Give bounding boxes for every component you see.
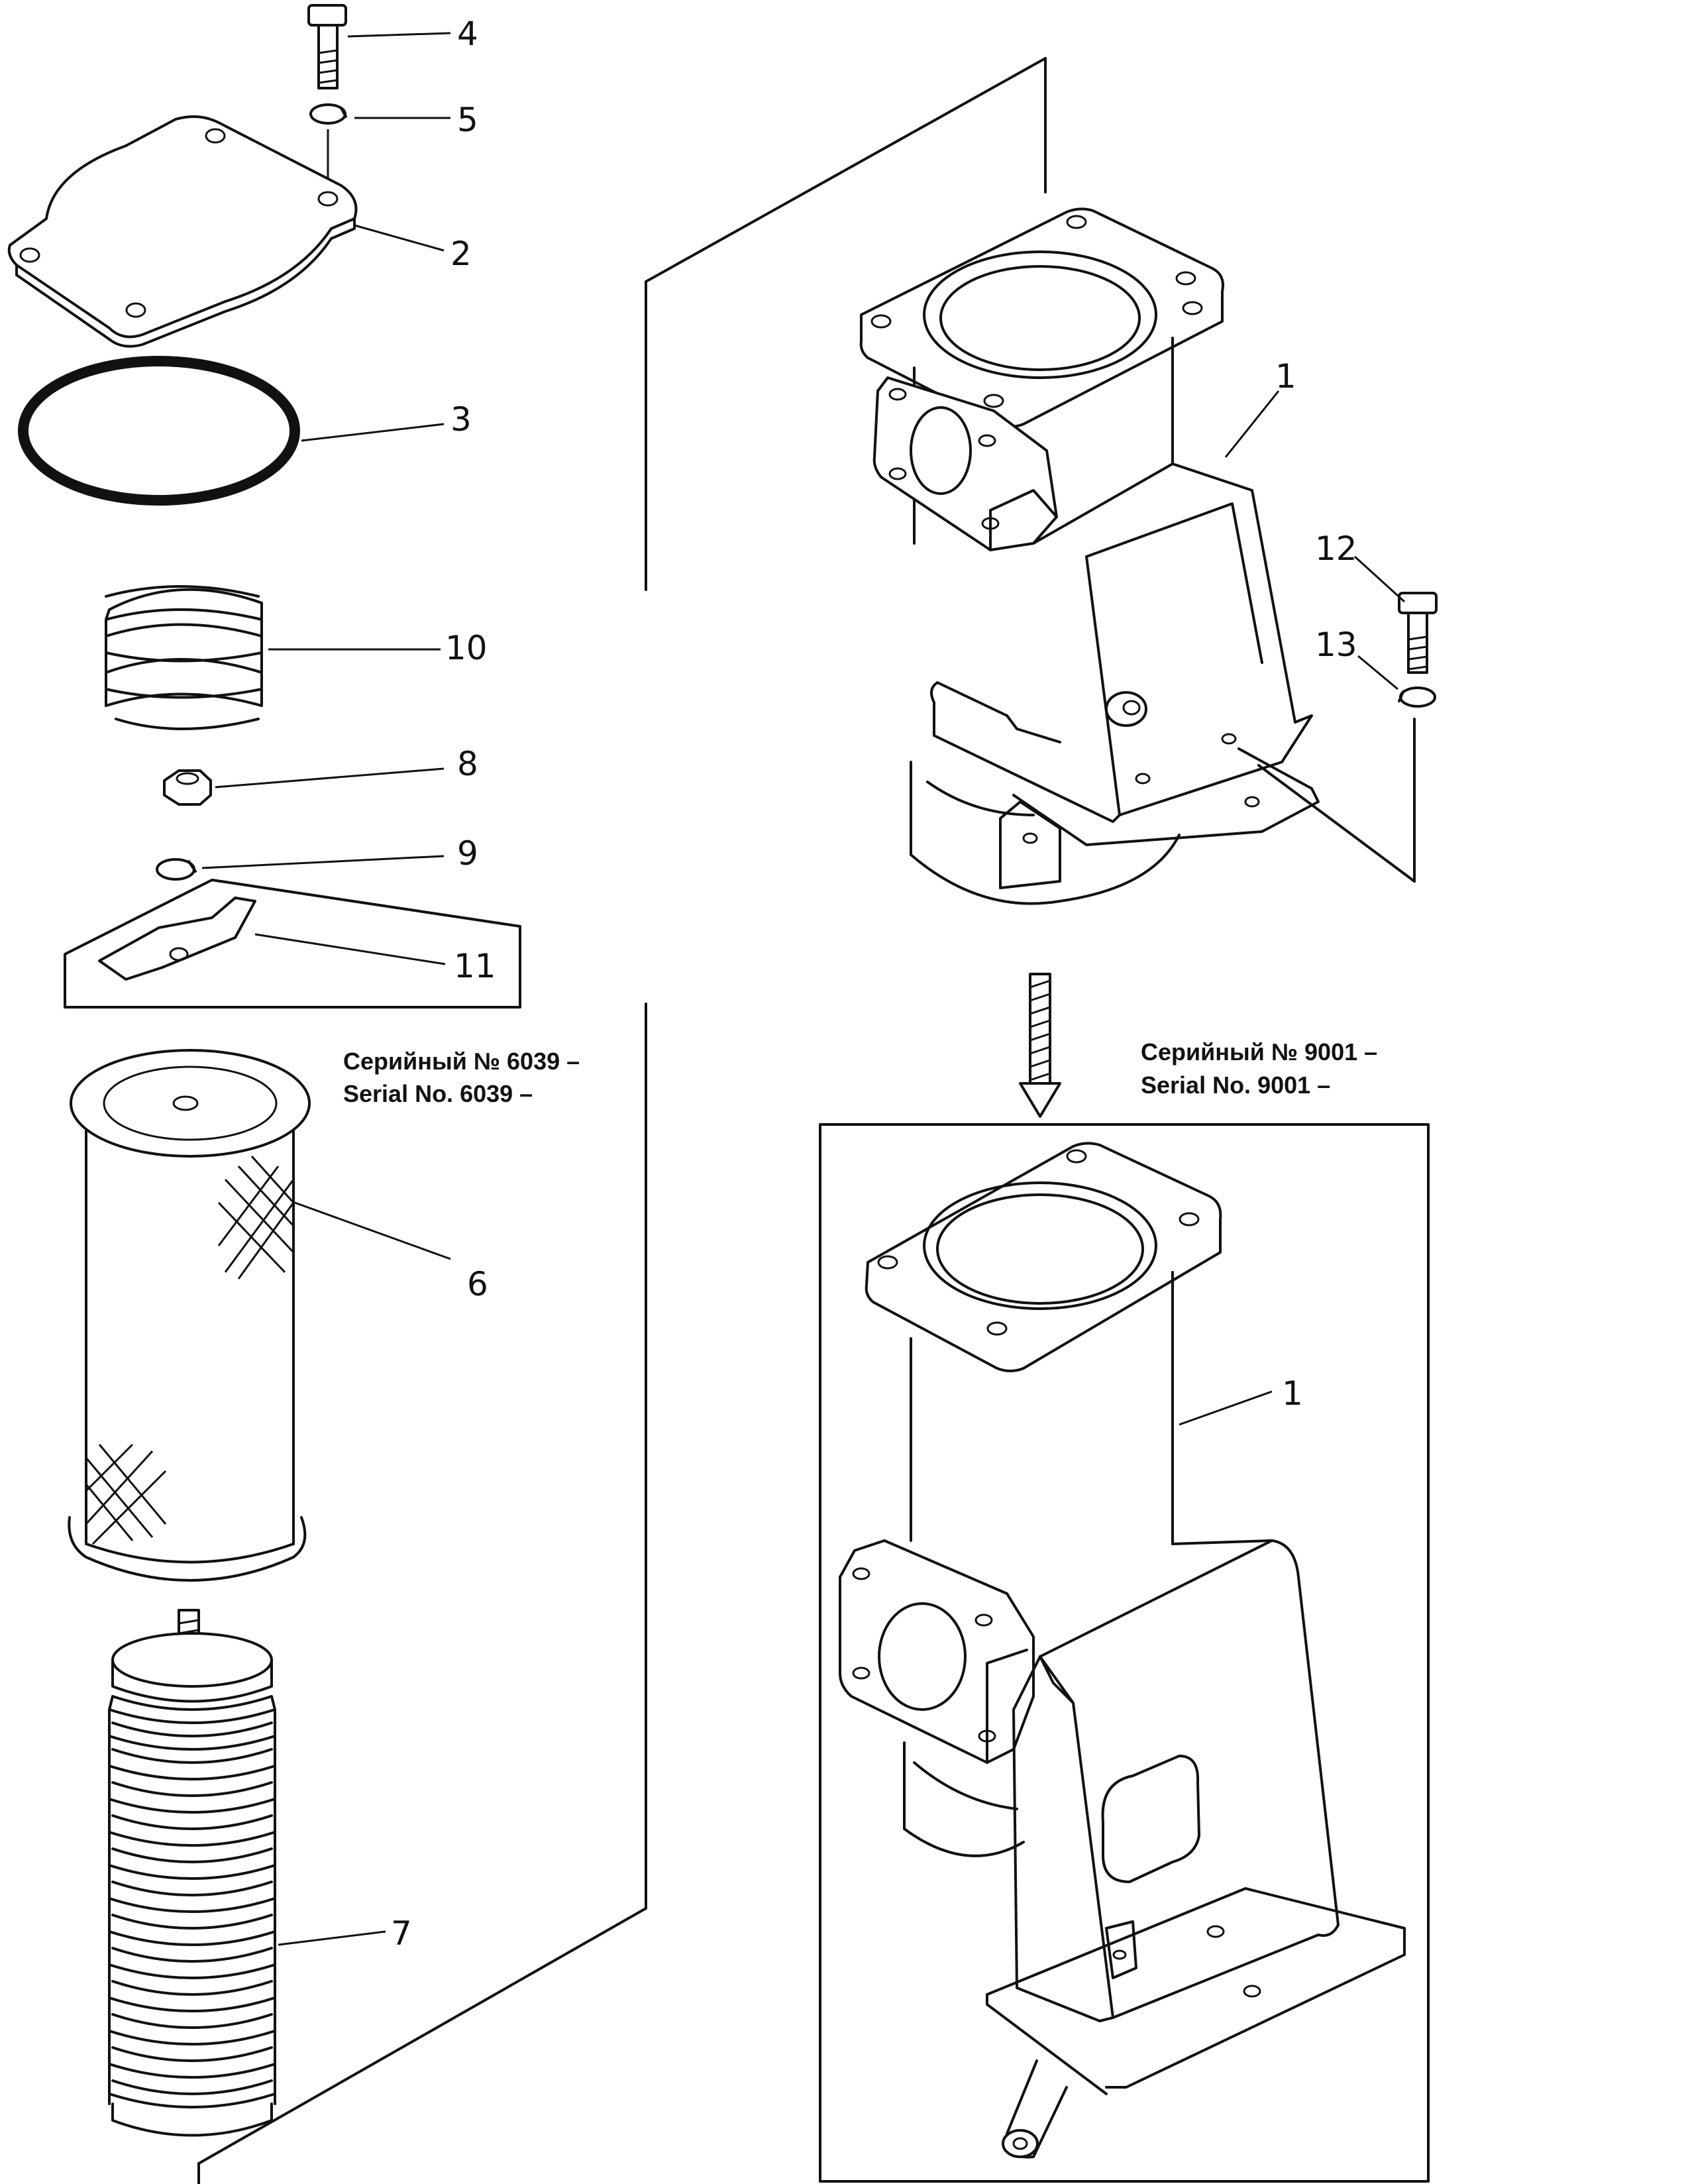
bolt-part-12 [1398, 592, 1438, 674]
callout-3: 3 [450, 400, 472, 439]
callout-13: 13 [1315, 626, 1357, 664]
callout-12: 12 [1315, 529, 1357, 568]
serial-left-en: Serial No. 6039 – [343, 1080, 533, 1107]
spring-part-10 [105, 585, 263, 730]
lock-plate-part-11 [64, 879, 521, 1009]
serial-right-ru: Серийный № 9001 – [1141, 1038, 1377, 1065]
serial-left-ru: Серийный № 6039 – [343, 1048, 580, 1075]
callout-10: 10 [445, 629, 488, 667]
lock-washer-part-5 [309, 103, 347, 125]
callout-6: 6 [467, 1265, 488, 1303]
filter-element-part-6 [68, 1049, 311, 1582]
callout-8: 8 [457, 745, 478, 783]
serial-right-en: Serial No. 9001 – [1141, 1071, 1330, 1099]
lock-washer-part-9 [156, 858, 197, 881]
filter-case-part-1-upper [859, 207, 1320, 905]
bolt-part-4 [307, 4, 347, 89]
callout-11: 11 [454, 947, 496, 985]
new-version-frame [819, 1123, 1430, 2183]
callout-4: 4 [457, 15, 478, 53]
lock-washer-part-13 [1398, 686, 1436, 708]
callout-9: 9 [457, 834, 478, 873]
callout-1-upper: 1 [1275, 357, 1296, 396]
nut-part-8 [163, 769, 212, 806]
callout-7: 7 [391, 1914, 412, 1953]
assembly-plane-left [197, 57, 1047, 2184]
strainer-part-7 [108, 1609, 276, 2137]
callout-2: 2 [450, 235, 472, 273]
replacement-arrow [1019, 973, 1061, 1118]
callout-5: 5 [457, 101, 478, 139]
o-ring-part-3 [18, 356, 300, 506]
filter-case-part-1-lower [839, 1142, 1406, 2159]
callout-1-lower: 1 [1282, 1374, 1303, 1413]
cover-plate-part-2 [7, 115, 358, 348]
